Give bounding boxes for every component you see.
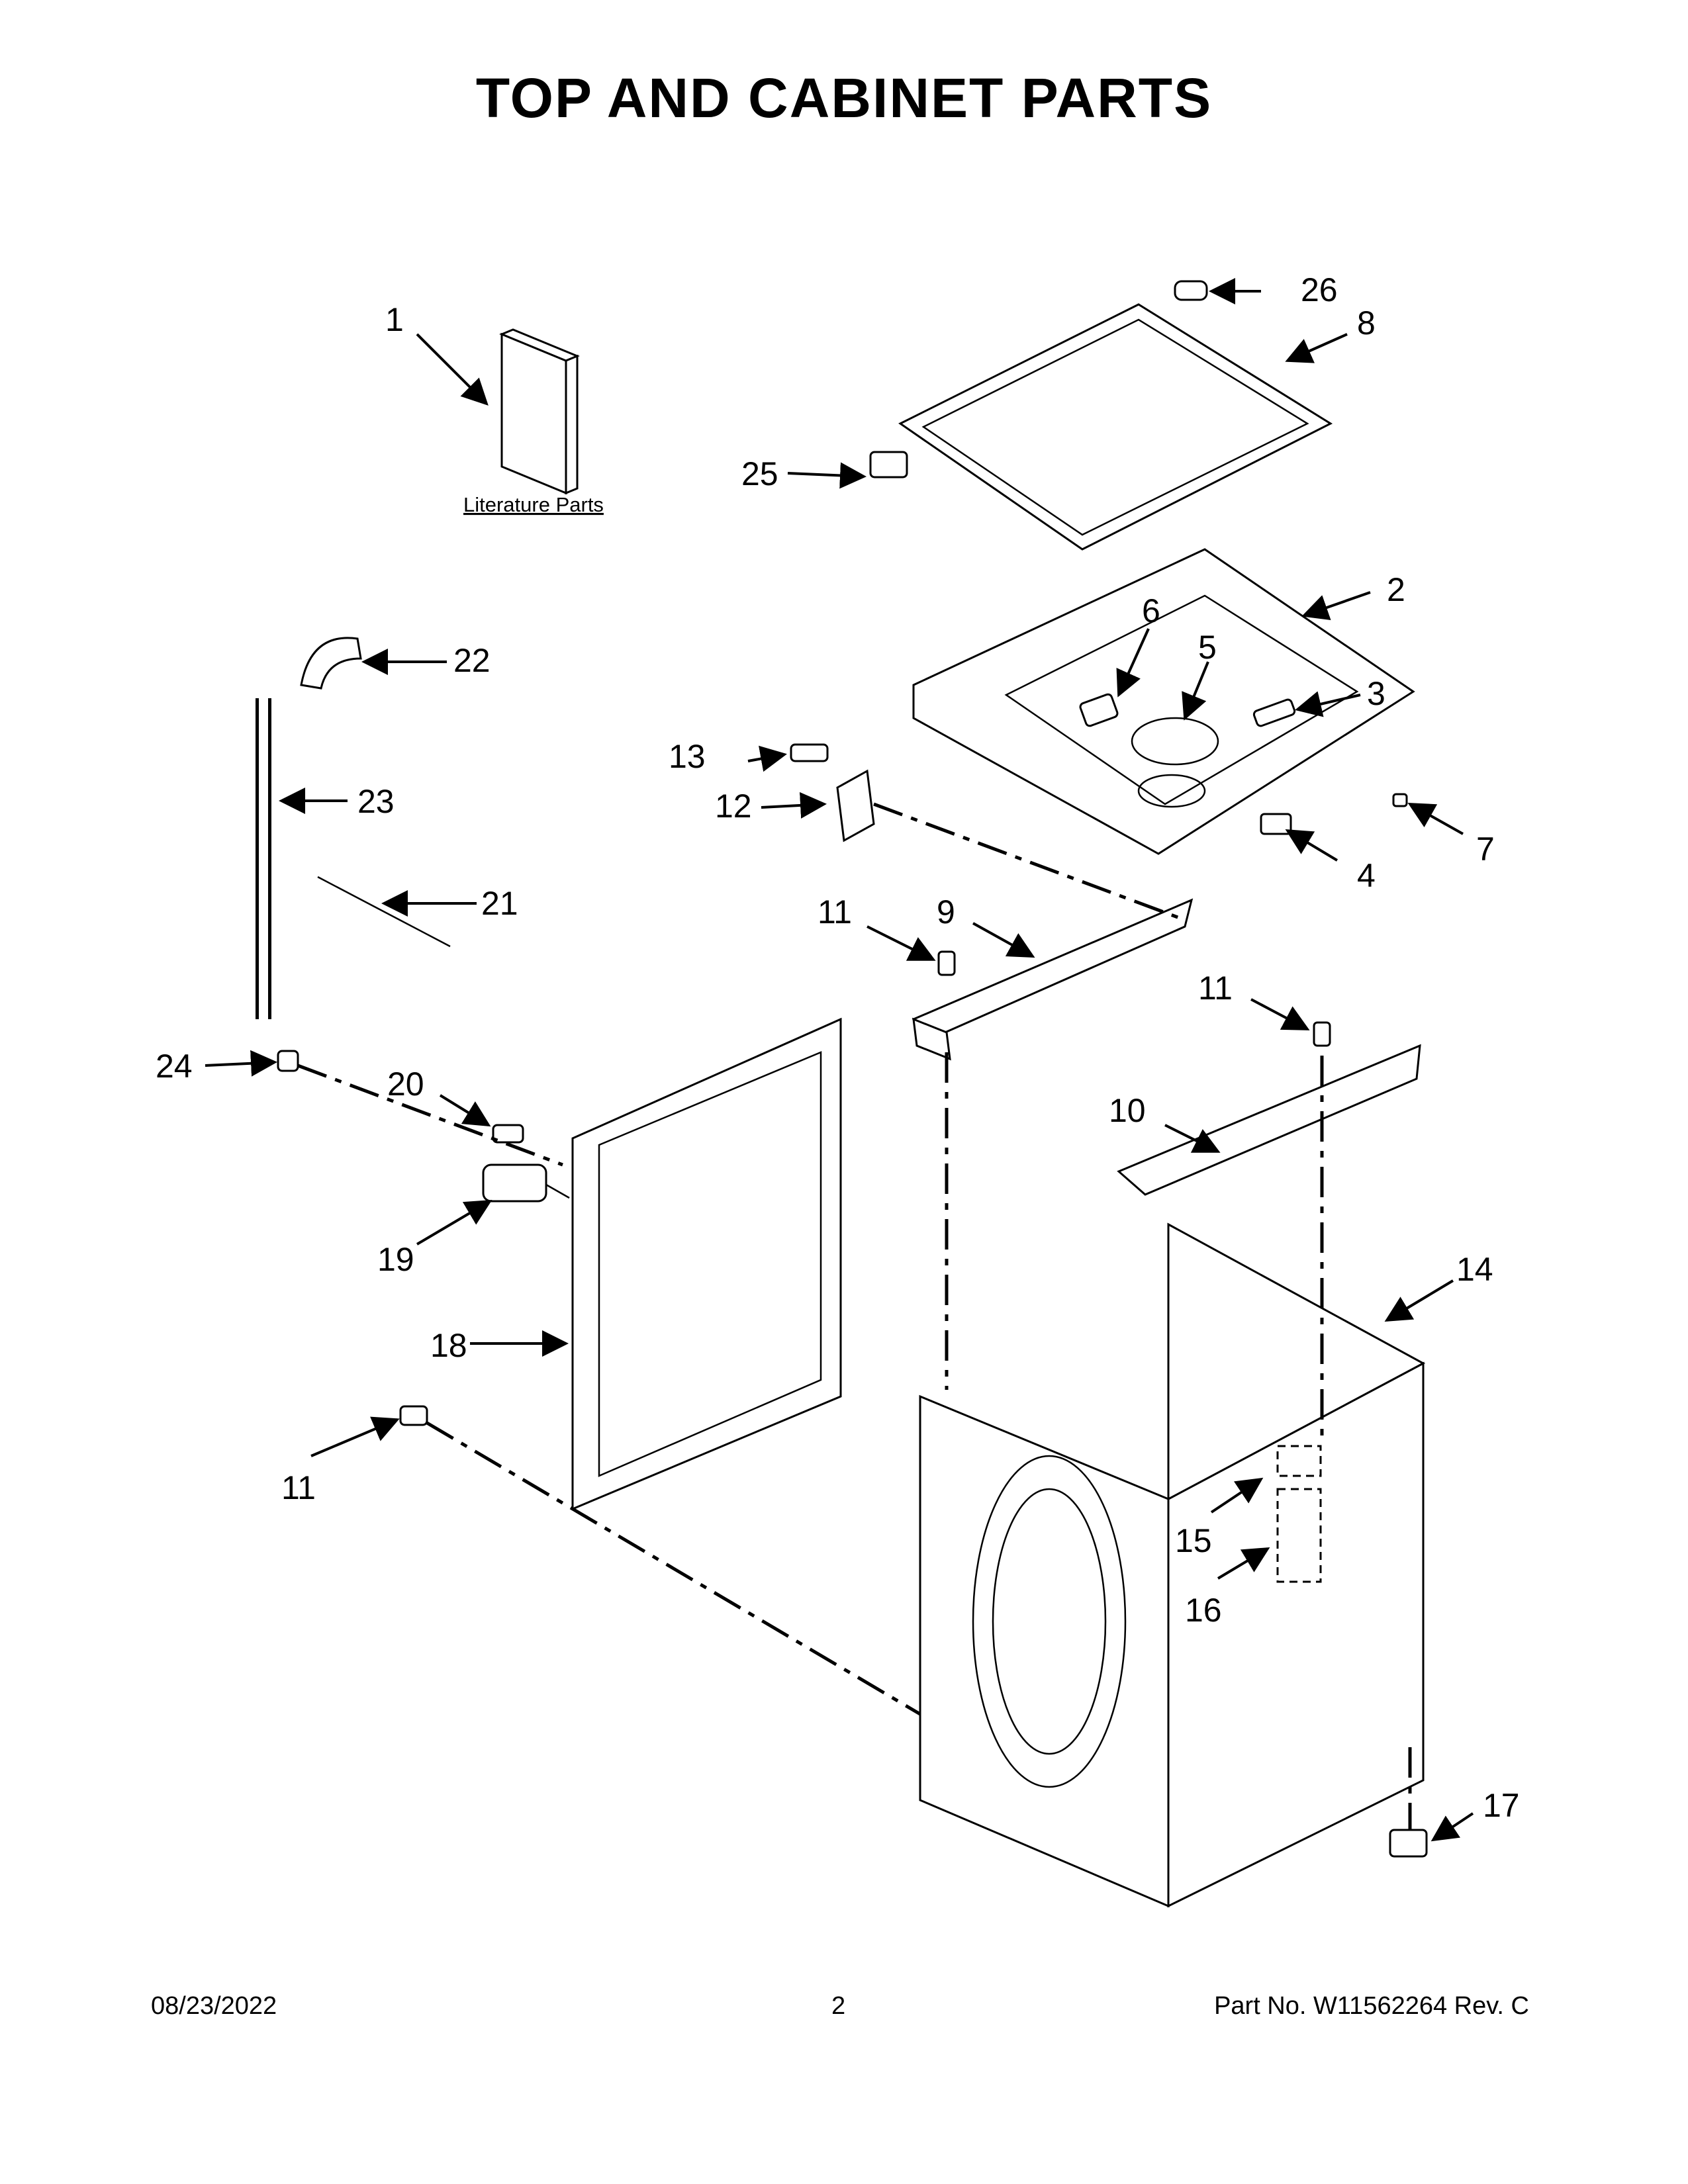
part-19-pump[interactable] [482, 1163, 570, 1203]
footer-page-number: 2 [831, 1992, 846, 2020]
part-17-leveling-leg[interactable] [1389, 1829, 1428, 1858]
callout-12: 12 [715, 788, 752, 825]
callout-5: 5 [1198, 629, 1217, 666]
callout-16: 16 [1185, 1592, 1222, 1629]
part-21-tie[interactable] [317, 876, 451, 948]
lid-bumper-part[interactable] [1174, 280, 1208, 301]
part-11-screw-c[interactable] [399, 1405, 428, 1426]
callout-11-c: 11 [281, 1469, 316, 1506]
leader-arrows [205, 278, 1474, 1842]
part-14-cabinet[interactable] [919, 1222, 1426, 1908]
part-3-bracket[interactable] [1252, 698, 1296, 727]
callout-20: 20 [387, 1066, 424, 1103]
footer-date: 08/23/2022 [151, 1992, 277, 2020]
callout-13: 13 [669, 738, 706, 775]
part-9-brace[interactable] [912, 898, 1194, 1061]
part-15-outline[interactable] [1276, 1445, 1322, 1477]
callout-1: 1 [385, 301, 404, 338]
footer-part-number: Part No. W11562264 Rev. C [1214, 1992, 1529, 2020]
part-24-clamp[interactable] [277, 1050, 299, 1072]
callout-14: 14 [1456, 1251, 1493, 1288]
callout-18: 18 [430, 1327, 467, 1364]
callout-labels: 1 2 3 4 5 6 7 8 9 10 11 11 11 12 13 14 1… [156, 271, 1520, 1824]
literature-book-part[interactable] [499, 328, 580, 495]
literature-caption: Literature Parts [463, 493, 604, 516]
part-16-outline[interactable] [1276, 1488, 1322, 1583]
part-7-clip[interactable] [1392, 793, 1408, 807]
callout-10: 10 [1109, 1092, 1146, 1129]
callout-2: 2 [1387, 571, 1405, 608]
part-22-drain-hook[interactable] [300, 637, 362, 690]
callout-11-a: 11 [818, 893, 852, 931]
part-11-screw-b[interactable] [1313, 1021, 1331, 1047]
top-panel-part[interactable] [912, 548, 1415, 855]
part-13-screw[interactable] [790, 743, 829, 762]
callout-3: 3 [1367, 675, 1385, 712]
callout-19: 19 [377, 1241, 414, 1278]
callout-11-b: 11 [1198, 970, 1233, 1007]
callout-22: 22 [453, 642, 491, 679]
callout-17: 17 [1483, 1787, 1520, 1824]
callout-9: 9 [937, 893, 955, 931]
callout-26: 26 [1301, 271, 1338, 308]
assembly-lines [297, 802, 1412, 1830]
lid-hinge-part[interactable] [869, 451, 908, 478]
callout-24: 24 [156, 1048, 193, 1085]
callout-21: 21 [481, 885, 518, 922]
part-6-clip[interactable] [1079, 693, 1119, 727]
callout-7: 7 [1476, 831, 1495, 868]
part-11-screw-a[interactable] [937, 950, 956, 976]
callout-25: 25 [741, 455, 778, 492]
part-10-brace[interactable] [1117, 1044, 1421, 1196]
part-20-screw[interactable] [492, 1124, 524, 1144]
callout-6: 6 [1142, 592, 1160, 629]
callout-8: 8 [1357, 304, 1376, 341]
page-title: TOP AND CABINET PARTS [475, 67, 1213, 129]
part-12-bracket[interactable] [836, 769, 875, 842]
lid-part[interactable] [898, 303, 1333, 551]
callout-15: 15 [1175, 1522, 1212, 1559]
part-18-rear-panel[interactable] [571, 1017, 842, 1511]
callout-23: 23 [357, 783, 395, 820]
callout-4: 4 [1357, 857, 1376, 894]
part-4-switch[interactable] [1260, 813, 1292, 835]
